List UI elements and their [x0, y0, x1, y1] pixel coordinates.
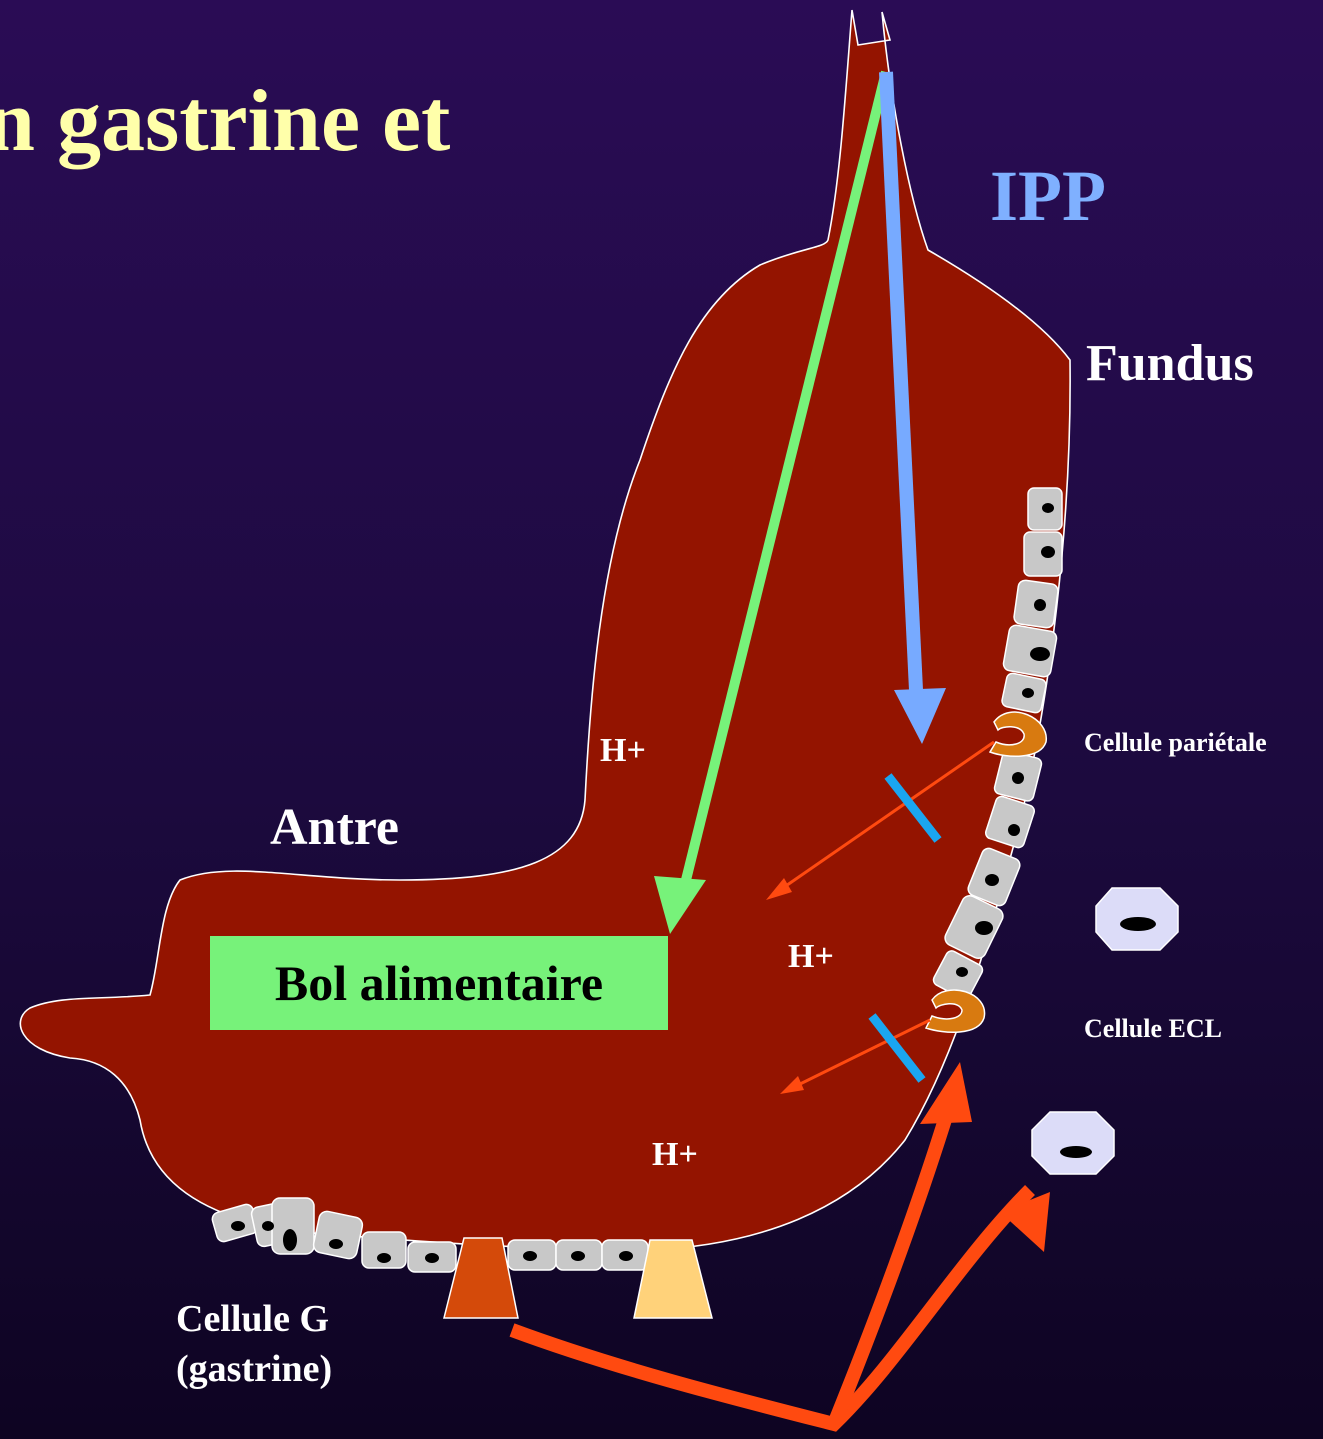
- cellule-g-label: Cellule G (gastrine): [176, 1294, 436, 1394]
- cellule-g-line: Cellule G: [176, 1294, 436, 1344]
- ecl-cell-lower: [1032, 1112, 1114, 1174]
- ecl-cell-upper: [1096, 888, 1178, 950]
- ipp-label: IPP: [990, 160, 1106, 232]
- cellule-ecl-label: Cellule ECL: [1084, 1016, 1222, 1042]
- antre-label: Antre: [270, 802, 399, 854]
- bol-alimentaire-box: Bol alimentaire: [210, 936, 668, 1030]
- fundus-label: Fundus: [1086, 338, 1254, 390]
- h-plus-label-top: H+: [600, 734, 646, 768]
- h-plus-label-mid: H+: [788, 940, 834, 974]
- h-plus-label-bottom: H+: [652, 1138, 698, 1172]
- gastrine-line: (gastrine): [176, 1344, 436, 1394]
- slide-title: n gastrine et: [0, 78, 450, 166]
- bol-alimentaire-label: Bol alimentaire: [275, 958, 603, 1008]
- cellule-parietale-label: Cellule pariétale: [1084, 730, 1267, 756]
